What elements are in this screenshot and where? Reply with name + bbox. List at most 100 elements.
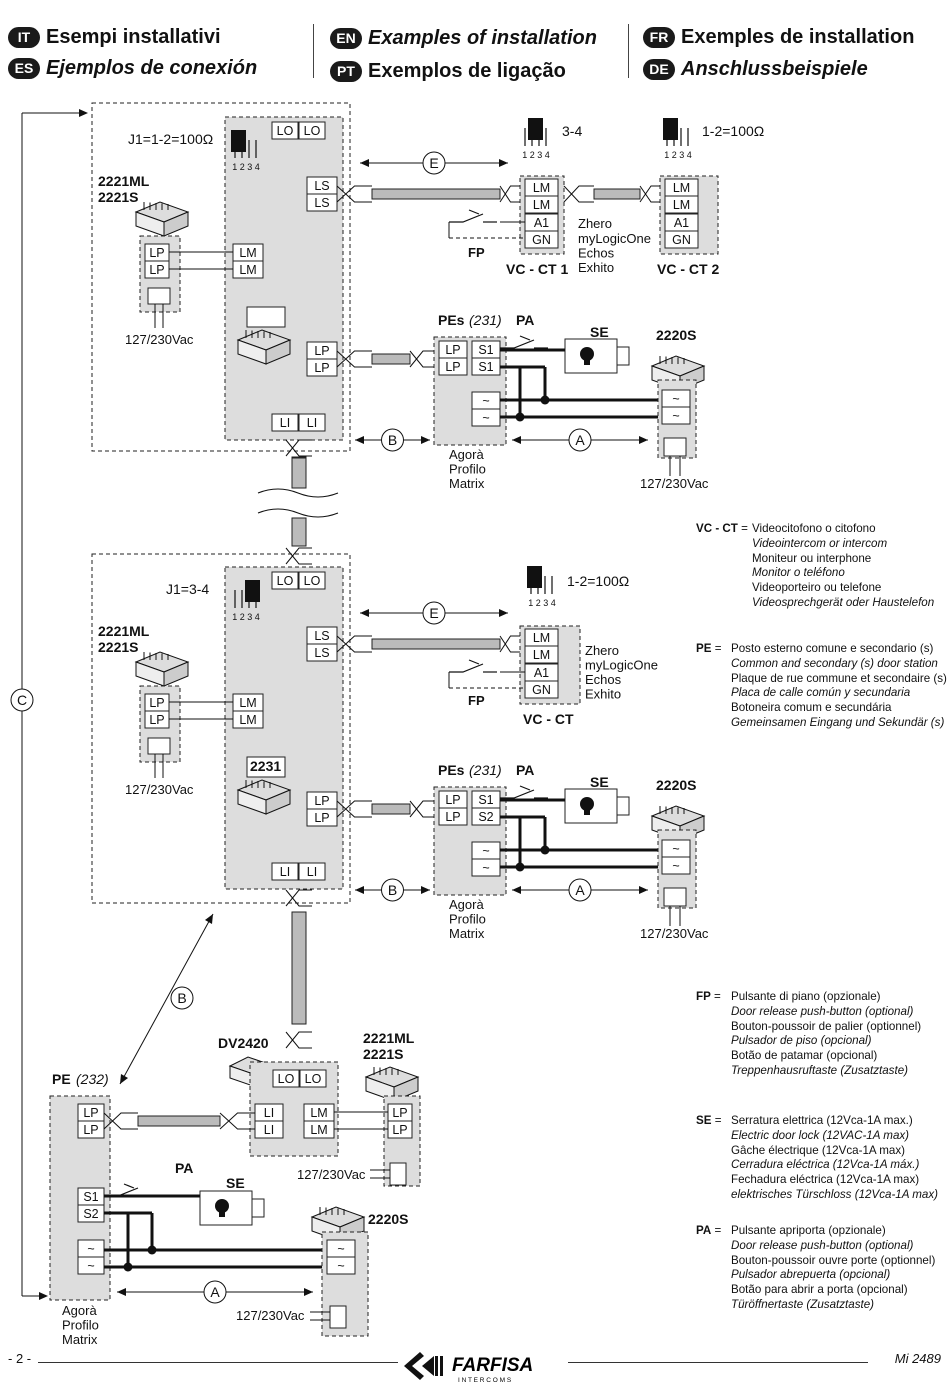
terminal-label: ~ xyxy=(672,392,679,406)
label: DV2420 xyxy=(218,1035,269,1051)
distance-marker xyxy=(203,1280,227,1304)
label: 2221ML xyxy=(98,173,150,189)
cable xyxy=(371,353,411,365)
legend-line: Pulsador de piso (opcional) xyxy=(731,1034,872,1048)
label: PE xyxy=(52,1071,71,1087)
terminal xyxy=(524,230,559,249)
terminal-label: LP xyxy=(149,696,164,710)
label: VC - CT xyxy=(523,711,574,727)
label: 2221S xyxy=(98,189,138,205)
distance-label: A xyxy=(575,882,585,898)
junction-dot xyxy=(123,1262,133,1272)
terminal xyxy=(438,357,468,376)
wire xyxy=(285,1031,312,1049)
push-button xyxy=(500,789,535,799)
title-it: Esempi installativi xyxy=(46,26,221,48)
terminal-label: LM xyxy=(673,198,690,212)
lock-cylinder xyxy=(580,797,594,811)
jumper-cap xyxy=(245,580,260,602)
distance-marker xyxy=(381,878,404,902)
legend-line: Pulsador abrepuerta (opcional) xyxy=(731,1268,891,1282)
cable xyxy=(137,1115,221,1127)
terminal-label: GN xyxy=(532,233,551,247)
terminal xyxy=(661,406,691,425)
jumper-setting: J1=1-2=100Ω xyxy=(128,131,213,147)
panel-name: Profilo xyxy=(449,912,486,927)
legend-line: Monitor o teléfono xyxy=(752,566,845,580)
arrowhead xyxy=(421,436,430,444)
terminal-label: LP xyxy=(314,794,329,808)
legend-line: Gemeinsamen Eingang und Sekundär (s) xyxy=(731,715,945,729)
panel-name: Agorà xyxy=(449,897,484,912)
legend-key: VC - CT = xyxy=(696,522,748,535)
arrowhead xyxy=(360,159,369,167)
label-box xyxy=(246,306,286,328)
terminal-label: LM xyxy=(239,263,256,277)
legend-line: Fechadura eléctrica (12Vca-1A max) xyxy=(731,1173,920,1187)
terminal xyxy=(661,856,691,875)
distance-label: C xyxy=(17,692,27,708)
terminal-label: ~ xyxy=(87,1259,94,1273)
farfisa-logo: FARFISA I N T E R C O M S xyxy=(404,1352,533,1384)
terminal xyxy=(326,1256,356,1275)
terminal-label: GN xyxy=(532,683,551,697)
monitor-name: Zhero xyxy=(585,643,619,658)
module-icon xyxy=(163,211,189,237)
terminal-label: LO xyxy=(304,124,321,138)
label: 2221ML xyxy=(363,1030,415,1046)
legend-line: Serratura elettrica (12Vca-1A max.) xyxy=(731,1114,913,1127)
panel-name: Matrix xyxy=(449,476,485,491)
footer-rule xyxy=(38,1362,398,1363)
cable xyxy=(593,188,641,200)
wire xyxy=(499,635,521,653)
legend-line: Posto esterno comune e secondario (s) xyxy=(731,642,934,655)
distance-marker xyxy=(422,601,446,625)
lang-badge-de: DE xyxy=(643,59,675,80)
jumper-cap xyxy=(231,130,246,152)
terminal-label: LI xyxy=(280,865,290,879)
terminal-label: S1 xyxy=(478,343,493,357)
legend-line: Plaque de rue commune et secondaire (s) xyxy=(731,671,947,685)
terminal xyxy=(306,808,338,827)
wire xyxy=(499,635,521,653)
distance-marker xyxy=(568,878,592,902)
wire xyxy=(336,185,372,203)
terminal-label: LI xyxy=(264,1123,274,1137)
jumper-pins: 1 2 3 4 xyxy=(232,162,260,172)
terminal xyxy=(298,121,326,140)
label: VC - CT 2 xyxy=(657,261,719,277)
label: 2231 xyxy=(250,758,281,774)
lock-cylinder xyxy=(584,356,590,365)
panel-name: Agorà xyxy=(449,447,484,462)
lock-cylinder xyxy=(215,1199,229,1213)
terminal-label: LP xyxy=(445,810,460,824)
terminal-label: ~ xyxy=(672,409,679,423)
legend-line: Electric door lock (12VAC-1A max) xyxy=(731,1128,910,1142)
distance-marker xyxy=(170,986,194,1010)
wire xyxy=(285,439,312,457)
label: PEs xyxy=(438,312,465,328)
label: 127/230Vac xyxy=(236,1308,305,1323)
terminal-label: LI xyxy=(307,865,317,879)
arrowhead xyxy=(79,109,88,117)
riser-cable xyxy=(291,517,307,547)
terminal-label: LO xyxy=(277,574,294,588)
terminal-label: LM xyxy=(239,696,256,710)
arrowhead xyxy=(117,1288,126,1296)
terminal-label: LP xyxy=(314,344,329,358)
wire xyxy=(563,185,594,203)
wire xyxy=(219,1112,255,1130)
terminal-label: LS xyxy=(314,646,329,660)
panel-name: Profilo xyxy=(449,462,486,477)
terminal-label: LP xyxy=(83,1123,98,1137)
monitor-name: Echos xyxy=(585,672,622,687)
terminal xyxy=(271,862,299,881)
terminal xyxy=(298,862,326,881)
terminal-label: LM xyxy=(239,246,256,260)
arrowhead xyxy=(639,436,648,444)
panel-name: Matrix xyxy=(62,1332,98,1347)
terminal xyxy=(272,1069,300,1088)
header-divider xyxy=(313,24,314,78)
terminal xyxy=(298,413,326,432)
header-it: IT Esempi installativi xyxy=(8,26,221,49)
